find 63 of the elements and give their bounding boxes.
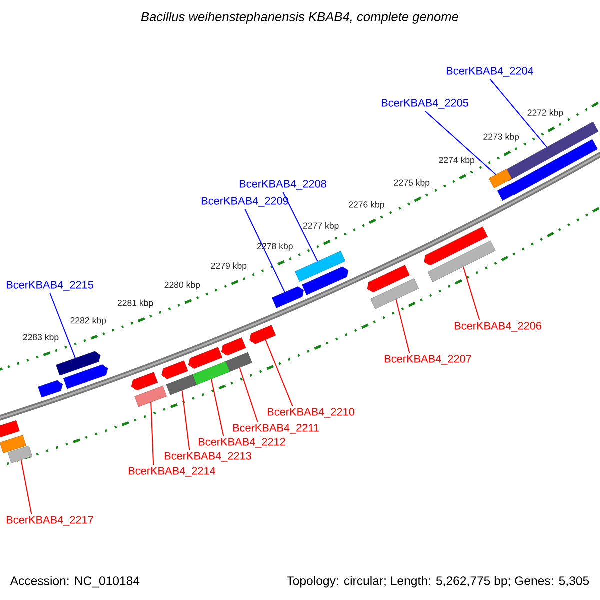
scale-label: 2276 kbp [349,201,384,210]
gene-label: BcerKBAB4_2211 [233,424,319,434]
gene-label: BcerKBAB4_2210 [268,408,354,418]
leader-line [244,208,286,293]
gene-bar [488,169,512,188]
leader-line [50,292,76,359]
gene-label: BcerKBAB4_2209 [202,197,288,207]
leader-line [424,110,497,176]
scale-label: 2274 kbp [439,156,475,166]
gene-label: BcerKBAB4_2205 [382,99,468,109]
scale-label: 2272 kbp [528,109,564,118]
gene-bar [224,352,252,373]
scale-label: 2273 kbp [484,134,520,142]
gene-label: BcerKBAB4_2206 [454,322,542,332]
gene-block [367,265,410,293]
scale-label: 2275 kbp [394,180,430,188]
gene-label: BcerKBAB4_2207 [384,355,472,365]
leader-line [265,340,294,406]
gene-block [64,364,108,390]
gene-block [424,226,488,266]
gene-bar [295,251,346,282]
gene-block [302,266,349,296]
gene-block [272,286,304,308]
gene-label: BcerKBAB4_2208 [240,180,326,190]
gene-label: BcerKBAB4_2214 [128,467,216,477]
gene-label: BcerKBAB4_2215 [6,281,94,291]
scale-label: 2279 kbp [211,262,247,271]
leader-line [211,378,224,436]
gene-bar [370,278,420,310]
leader-line [150,402,154,466]
gene-block [221,338,246,356]
gene-block [162,360,188,380]
gene-label: BcerKBAB4_2212 [198,438,286,448]
gene-block [188,347,222,369]
gene-label: BcerKBAB4_2213 [164,452,252,462]
gene-block [56,351,101,376]
leader-line [182,390,190,450]
genome-info-text: Topology: circular; Length: 5,262,775 bp; Genes: 5,305 [286,576,590,588]
scale-label: 2280 kbp [164,282,200,290]
leader-line [490,78,548,148]
scale-label: 2283 kbp [23,334,59,342]
gene-bar [428,240,496,282]
accession-text: Accession: NC_010184 [10,576,140,588]
gene-block [250,325,276,344]
leader-line [239,368,258,422]
gene-bar [166,374,197,396]
title: Bacillus weihenstephanensis KBAB4, complete genome [141,12,458,24]
leader-line [396,299,410,354]
scale-label: 2281 kbp [118,300,154,308]
gene-bar [8,446,33,464]
scale-label: 2282 kbp [70,317,106,326]
gene-block [38,380,64,398]
leader-line [282,192,318,262]
gene-label: BcerKBAB4_2204 [446,67,534,77]
gene-block [131,372,158,391]
leader-line [20,460,32,514]
scale-label: 2277 kbp [303,222,339,231]
leader-line [462,266,480,320]
gene-label: BcerKBAB4_2217 [6,516,94,526]
gene-bar [190,361,230,386]
gene-bar [134,386,167,408]
gene-bar [0,435,26,454]
gene-block [0,420,20,438]
